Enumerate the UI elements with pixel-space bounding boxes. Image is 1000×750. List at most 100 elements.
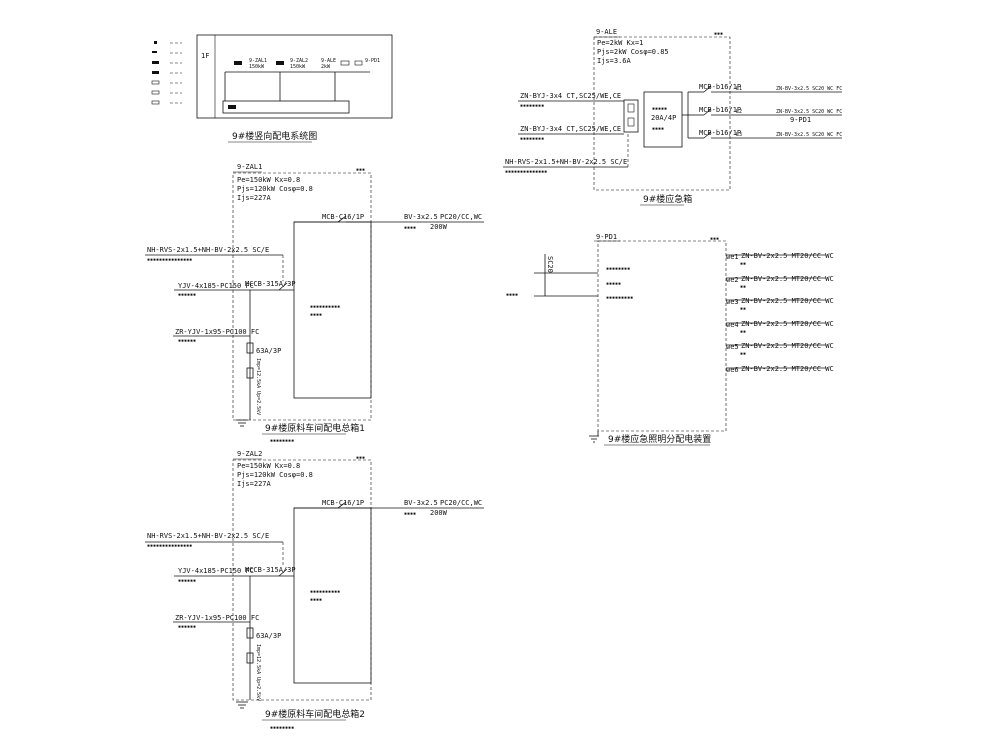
zal1-fire-note: ▪▪▪▪▪▪▪▪▪▪▪▪▪▪▪ [147, 257, 192, 263]
pd1-circuit-id: we6 [726, 366, 739, 374]
riser-panel-power: 2kW [321, 64, 331, 70]
zal1-fuse-symbol [246, 342, 254, 354]
ale-out-breaker-symbol [703, 131, 712, 139]
ale-input1-cable: ZN-BYJ-3x4 CT,SC25/WE,CE [520, 92, 621, 100]
pd1-circuit-cable: ZN-BV-2x2.5 MT20/CC WC [741, 342, 834, 350]
zal2-fuse-symbol [246, 627, 254, 639]
riser-panel-power: 150kW [249, 64, 265, 70]
pd1-circuit-cable: ZN-BV-2x2.5 MT20/CC WC [741, 297, 834, 305]
zal2-fire-note: ▪▪▪▪▪▪▪▪▪▪▪▪▪▪▪ [147, 543, 192, 549]
ale-out2-cable: ZN-BV-3x2.5 SC20 WC FC [776, 109, 842, 115]
panel-ale: 9-ALE ▪▪▪ Pe=2kW Kx=1 Pjs=2kW Cosφ=0.85 … [503, 28, 842, 206]
zal2-branch-power: 200W [430, 509, 448, 517]
pd1-circuit-cable: ZN-BV-2x2.5 MT20/CC WC [741, 320, 834, 328]
pd1-circuit-cable: ZN-BV-2x2.5 MT20/CC WC [741, 365, 834, 373]
riser-busbar-box [222, 100, 350, 114]
pd1-in-note: ▪▪▪▪ [506, 292, 518, 298]
zal1-tag: ▪▪▪ [356, 167, 365, 173]
riser-panel-symbol [354, 60, 363, 66]
ale-fire-cable: NH-RVS-2x1.5+NH-BV-2x2.5 SC/E [505, 158, 627, 166]
riser-panel-name: 9-ZAL1 [249, 58, 267, 64]
ale-out1-cable: ZN-BV-3x2.5 SC20 WC FC [776, 86, 842, 92]
ale-out2-dest: 9-PD1 [790, 116, 811, 124]
zal1-load-desc: ▪▪▪▪▪▪▪▪▪▪ [310, 304, 340, 310]
pd1-enclosure [597, 240, 727, 432]
legend-symbol [151, 100, 160, 105]
pd1-circuit-note: ▪▪ [740, 351, 746, 357]
zal2-main-cable: YJV-4x185-PC150 FC [178, 567, 254, 575]
pd1-in-cable: SC20 [546, 256, 554, 273]
zal2-pe: Pe=150kW Kx=0.8 [237, 462, 300, 470]
zal2-branch-breaker-symbol [337, 501, 347, 509]
ale-input1-note: ▪▪▪▪▪▪▪▪ [520, 103, 544, 109]
ale-pjs: Pjs=2kW Cosφ=0.85 [597, 48, 669, 56]
ale-out3-breaker: MCB-b16/1P [699, 129, 741, 137]
zal1-fire-cable: NH-RVS-2x1.5+NH-BV-2x2.5 SC/E [147, 246, 269, 254]
ale-out-breaker-symbol [703, 85, 712, 93]
panel-pd1: 9-PD1 ▪▪▪ ▪▪▪▪▪▪▪▪ ▪▪▪▪▪ ▪▪▪▪▪▪▪▪▪ SC20 … [506, 233, 834, 446]
ale-ats-rating: 20A/4P [651, 114, 676, 122]
ale-fire-note: ▪▪▪▪▪▪▪▪▪▪▪▪▪▪ [505, 169, 547, 175]
ale-tag: ▪▪▪ [714, 31, 723, 37]
zal1-main-breaker-symbol [278, 282, 288, 291]
legend-symbol [152, 61, 159, 64]
ale-ats-label: ▪▪▪▪▪ [652, 106, 667, 112]
zal2-branch-conduit: PC20/CC,WC [440, 499, 482, 507]
zal1-caption-note: ▪▪▪▪▪▪▪▪ [270, 438, 294, 444]
zal2-load-box [293, 507, 372, 684]
ale-ats-note: ▪▪▪▪ [652, 126, 664, 132]
riser-panel-name: 9-PD1 [365, 58, 380, 64]
riser-caption: 9#楼竖向配电系统图 [232, 130, 317, 142]
zal2-caption-note: ▪▪▪▪▪▪▪▪ [270, 725, 294, 731]
zal1-main-cable: YJV-4x185-PC150 FC [178, 282, 254, 290]
ale-caption: 9#楼应急箱 [643, 193, 692, 205]
zal2-backup-cable: ZR-YJV-1x95-PC100 FC [175, 614, 259, 622]
zal2-spd-symbol [246, 652, 254, 664]
zal2-fuse: 63A/3P [256, 632, 281, 640]
zal1-ijs: Ijs=227A [237, 194, 272, 202]
zal2-caption: 9#楼原料车间配电总箱2 [265, 708, 365, 720]
zal1-main-breaker: MCCB-315A/3P [245, 280, 296, 288]
zal2-backup-note: ▪▪▪▪▪▪ [178, 624, 196, 630]
zal1-spd: Imp=12.5kA Up=2.5kV [255, 358, 261, 415]
zal1-load-desc: ▪▪▪▪ [310, 312, 322, 318]
zal1-enclosure [232, 172, 372, 421]
legend-symbol [152, 71, 159, 74]
riser-panel-symbol [340, 60, 350, 66]
riser-diagram: 1F 9-ZAL1 150kW 9-ZAL2 150kW 9-ALE 2kW 9… [151, 34, 393, 143]
pd1-circuit-id: we1 [726, 253, 739, 261]
zal1-branch-note: ▪▪▪▪ [404, 225, 416, 231]
ale-out2-phase: L2 [736, 109, 742, 115]
pd1-caption: 9#楼应急照明分配电装置 [608, 433, 711, 445]
zal1-backup-cable: ZR-YJV-1x95-PC100 FC [175, 328, 259, 336]
zal1-branch-conduit: PC20/CC,WC [440, 213, 482, 221]
pd1-circuit-id: we5 [726, 343, 739, 351]
ale-enclosure [593, 36, 731, 191]
zal1-backup-note: ▪▪▪▪▪▪ [178, 338, 196, 344]
zal2-load-desc: ▪▪▪▪ [310, 597, 322, 603]
legend-symbol [152, 51, 157, 53]
pd1-circuit-id: we2 [726, 276, 739, 284]
ale-out3-phase: L3 [736, 132, 742, 138]
ale-name: 9-ALE [596, 28, 617, 36]
zal2-main-breaker: MCCB-315A/3P [245, 566, 296, 574]
ale-out-breaker-symbol [703, 108, 712, 116]
zal2-tag: ▪▪▪ [356, 455, 365, 461]
riser-busbar-symbol [228, 105, 236, 109]
pd1-circuit-note: ▪▪ [740, 261, 746, 267]
ale-ats-box [643, 91, 683, 148]
pd1-circuit-note: ▪▪ [740, 284, 746, 290]
zal2-main-breaker-symbol [278, 568, 288, 577]
legend-symbol [151, 90, 160, 95]
ale-input2-cable: ZN-BYJ-3x4 CT,SC25/WE,CE [520, 125, 621, 133]
riser-panel-name: 9-ZAL2 [290, 58, 308, 64]
pd1-circuit-note: ▪▪ [740, 306, 746, 312]
pd1-circuit-id: we4 [726, 321, 739, 329]
zal2-load-desc: ▪▪▪▪▪▪▪▪▪▪ [310, 589, 340, 595]
riser-panel-symbol [234, 61, 242, 65]
zal1-main-note: ▪▪▪▪▪▪ [178, 292, 196, 298]
zal1-branch-breaker: MCB-C16/1P [322, 213, 364, 221]
ale-isolator [623, 99, 639, 133]
panel-zal1: 9-ZAL1 ▪▪▪ Pe=150kW Kx=0.8 Pjs=120kW Cos… [145, 163, 484, 444]
